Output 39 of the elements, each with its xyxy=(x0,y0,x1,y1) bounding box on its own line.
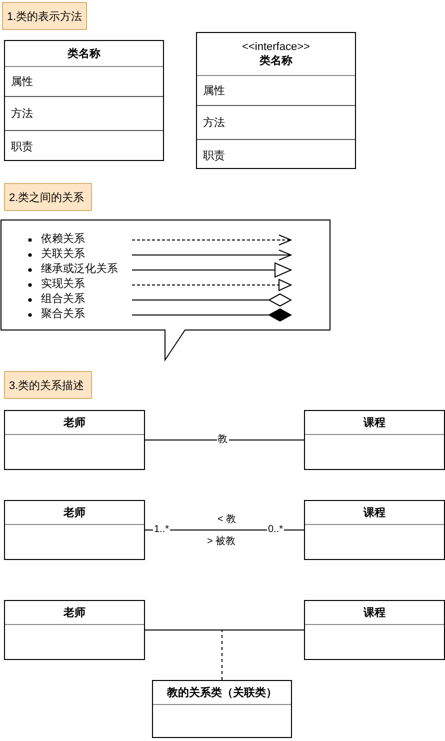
member-text: 属性 xyxy=(203,84,225,98)
class-name: 课程 xyxy=(364,506,386,520)
legend-text: 继承或泛化关系 xyxy=(40,263,119,275)
edge-label: < 教 xyxy=(216,514,238,526)
class-box xyxy=(196,32,356,169)
section-label xyxy=(4,371,92,399)
legend-text: 组合关系 xyxy=(40,293,86,305)
class-box xyxy=(304,500,445,560)
class-box xyxy=(4,40,164,161)
class-name: 课程 xyxy=(364,416,386,430)
member-text: 方法 xyxy=(203,116,225,130)
legend-text: 聚合关系 xyxy=(40,308,86,320)
class-box xyxy=(304,410,445,470)
class-box xyxy=(4,600,145,660)
member-text: 属性 xyxy=(11,75,33,89)
member-text: 方法 xyxy=(11,106,33,121)
legend-text: 关联关系 xyxy=(40,248,86,260)
member-text: 职责 xyxy=(203,148,225,162)
class-name: 老师 xyxy=(64,606,86,620)
class-box xyxy=(152,680,292,738)
class-name: 老师 xyxy=(64,506,86,520)
class-box xyxy=(304,600,445,660)
class-box xyxy=(4,500,145,560)
section-title: 1.类的表示方法 xyxy=(7,10,82,24)
class-name: 教的关系类（关联类） xyxy=(167,686,277,700)
class-name: 老师 xyxy=(64,416,86,430)
section-label xyxy=(4,183,92,211)
section-title: 3.类的关系描述 xyxy=(9,378,84,392)
class-name: 类名称 xyxy=(68,46,100,61)
member-text: 职责 xyxy=(11,140,33,154)
legend-text: 实现关系 xyxy=(40,278,86,290)
class-box xyxy=(4,410,145,470)
section-title: 2.类之间的关系 xyxy=(9,190,84,204)
class-name: <<interface>> 类名称 xyxy=(241,40,311,68)
relation-label: > 被教 xyxy=(206,536,237,548)
edge-label: 教 xyxy=(216,434,228,446)
section-label xyxy=(2,2,87,30)
legend-text: 依赖关系 xyxy=(40,233,86,245)
class-name: 课程 xyxy=(364,606,386,620)
